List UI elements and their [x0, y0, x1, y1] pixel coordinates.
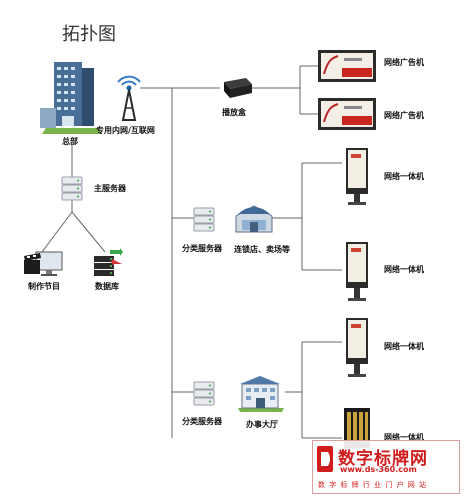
kiosk-4-label: 网络一体机: [384, 433, 424, 442]
watermark-box: [312, 440, 460, 494]
hq-label: 总部: [62, 137, 78, 146]
network-label: 专用内网/互联网: [96, 126, 155, 135]
ad-machine-2-icon: [318, 98, 376, 130]
ad-machine-2-label: 网络广告机: [384, 111, 424, 120]
link-server-production: [41, 211, 73, 253]
network-tower-icon: [112, 68, 146, 122]
kiosk-2-label: 网络一体机: [384, 265, 424, 274]
category-server-2-icon: [192, 380, 216, 408]
category-server-2-label: 分类服务器: [182, 417, 222, 426]
ad-machine-1-icon: [318, 50, 376, 82]
category-server-1-label: 分类服务器: [182, 244, 222, 253]
watermark-title: 数字标牌网: [338, 449, 428, 469]
database-icon: [92, 246, 124, 278]
player-box-icon: [220, 76, 254, 102]
player-box-label: 播放盒: [222, 108, 246, 117]
main-server-label: 主服务器: [94, 184, 126, 193]
watermark-subtitle: 数 字 标 牌 行 业 门 户 网 站: [318, 481, 428, 489]
ad-machine-1-label: 网络广告机: [384, 58, 424, 67]
hq-building-icon: [40, 58, 104, 136]
watermark-logo-icon: [316, 444, 336, 474]
main-server-icon: [60, 175, 84, 203]
chain-store-icon: [234, 200, 274, 236]
kiosk-3-icon: [342, 316, 372, 378]
watermark-url: www.ds-360.com: [340, 465, 417, 474]
kiosk-1-icon: [342, 146, 372, 206]
kiosk-3-label: 网络一体机: [384, 342, 424, 351]
production-icon: [22, 250, 66, 278]
office-hall-icon: [236, 374, 286, 414]
chain-store-label: 连锁店、卖场等: [234, 245, 290, 254]
kiosk-1-label: 网络一体机: [384, 172, 424, 181]
link-server-database: [71, 211, 106, 253]
office-hall-label: 办事大厅: [246, 420, 278, 429]
page-title: 拓扑图: [62, 24, 116, 45]
database-label: 数据库: [95, 282, 119, 291]
category-server-1-icon: [192, 206, 216, 234]
kiosk-2-icon: [342, 240, 372, 302]
production-label: 制作节目: [28, 282, 60, 291]
